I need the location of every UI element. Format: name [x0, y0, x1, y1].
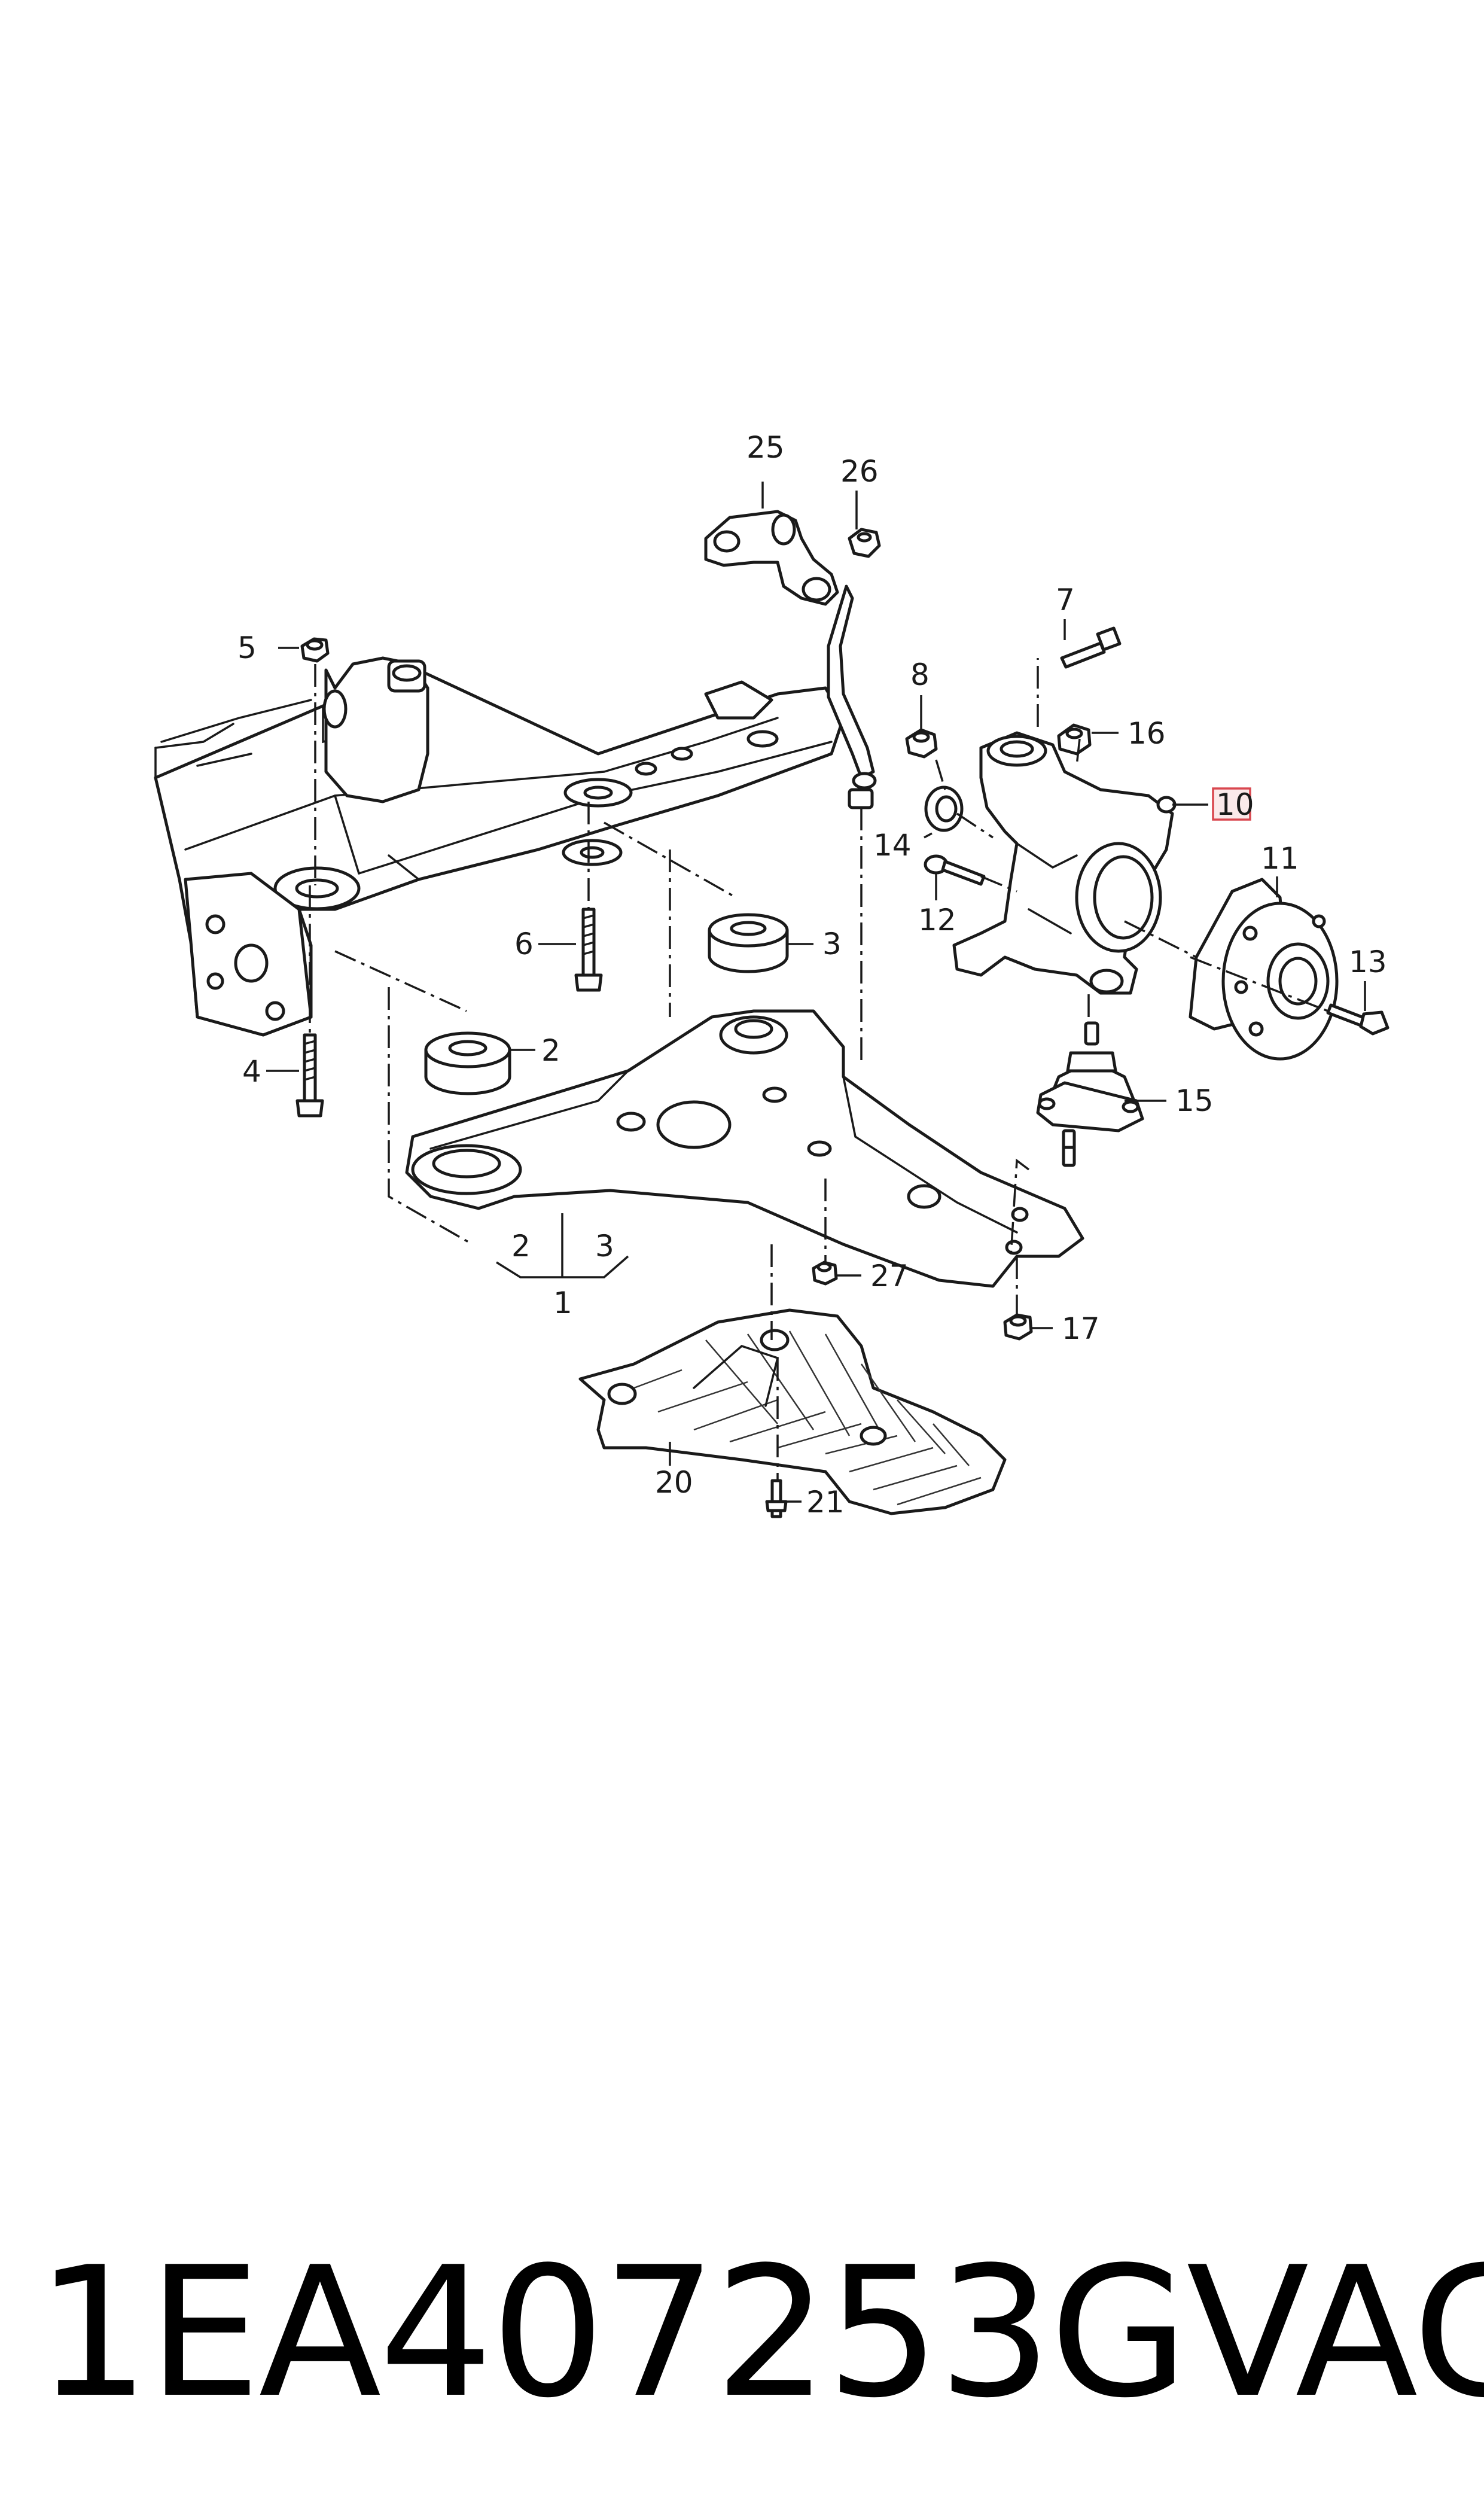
callout-8: 8	[910, 657, 930, 692]
callout-10-highlight	[1212, 787, 1251, 821]
callout-16: 16	[1128, 716, 1166, 751]
callout-15: 15	[1175, 1083, 1214, 1118]
underbody-cover	[578, 1308, 1007, 1515]
nut-5	[300, 637, 330, 663]
callout-4: 4	[242, 1054, 261, 1089]
assembly-lines	[309, 658, 1328, 1481]
callout-25: 25	[746, 430, 785, 465]
callouts: 25 26 5 7 8 16 10 11 14 12 13 15 17 27 2…	[237, 430, 1387, 1520]
callout-group-3: 3	[595, 1229, 614, 1263]
callout-leaders	[266, 482, 1366, 1503]
callout-2: 2	[541, 1033, 560, 1068]
callout-3: 3	[822, 927, 842, 961]
callout-group-2: 2	[511, 1229, 531, 1263]
callout-1: 1	[553, 1286, 572, 1320]
brand-label: VAG	[1186, 2228, 1484, 2437]
callout-6: 6	[514, 927, 534, 961]
bolt-4	[295, 1033, 324, 1118]
callout-21: 21	[806, 1485, 845, 1520]
subframe	[154, 656, 845, 1037]
callout-26: 26	[840, 454, 879, 489]
bolt-21	[765, 1479, 788, 1518]
callout-11: 11	[1261, 841, 1299, 876]
nut-27	[812, 1260, 838, 1286]
callout-10: 10	[1216, 787, 1254, 822]
callout-7: 7	[1056, 583, 1075, 617]
callout-13: 13	[1349, 945, 1387, 979]
bushing-2	[424, 1031, 511, 1095]
part-number: 1EA407253G	[36, 2228, 1189, 2437]
callout-27: 27	[870, 1259, 909, 1293]
bolt-6	[574, 908, 603, 992]
bolt-12	[924, 854, 986, 886]
callout-5: 5	[237, 631, 257, 665]
bolt-7	[1060, 626, 1122, 669]
callout-17: 17	[1062, 1311, 1100, 1346]
callout-14: 14	[873, 828, 912, 863]
wheel-hub	[1189, 878, 1339, 1061]
callout-12: 12	[918, 903, 956, 937]
bolt-13	[1326, 1003, 1389, 1036]
nut-8	[905, 728, 938, 759]
nut-17	[1003, 1313, 1033, 1341]
steering-knuckle	[952, 731, 1177, 995]
level-sensor	[704, 510, 877, 809]
footer: 1EA407253G VAG	[36, 2228, 1484, 2437]
nut-16	[1057, 723, 1092, 756]
nut-26	[848, 528, 881, 558]
callout-20: 20	[655, 1465, 693, 1500]
bushing-3	[708, 913, 789, 973]
ball-joint	[1036, 1021, 1144, 1167]
control-arm	[405, 1009, 1084, 1288]
seal-14	[924, 785, 964, 832]
